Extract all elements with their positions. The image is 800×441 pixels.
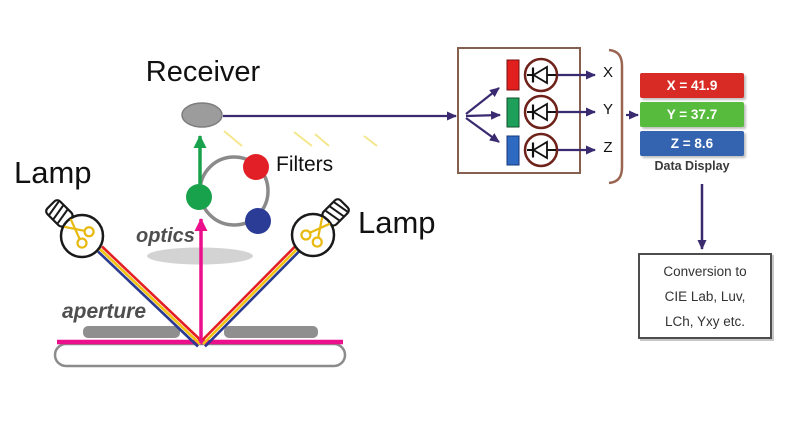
detector-filter-blue bbox=[506, 135, 520, 166]
filters-label: Filters bbox=[276, 153, 334, 176]
beam-left bbox=[97, 245, 203, 348]
display-value-y: Y = 37.7 bbox=[640, 102, 744, 127]
display-value-x: X = 41.9 bbox=[640, 73, 744, 98]
receiver-ellipse-icon bbox=[181, 102, 223, 128]
detector-filter-green bbox=[506, 97, 520, 128]
filter-dot-green bbox=[186, 184, 212, 210]
beam-right bbox=[200, 245, 300, 348]
lamp-left-label: Lamp bbox=[14, 155, 92, 190]
lamp-right-label: Lamp bbox=[358, 205, 436, 240]
aperture-plate-right bbox=[224, 326, 318, 338]
output-y-label: Y bbox=[602, 101, 613, 118]
photodiode-icon-z bbox=[523, 132, 559, 168]
detector-filter-red bbox=[506, 59, 520, 91]
sample-bar bbox=[53, 342, 347, 368]
stray-light-glints bbox=[223, 130, 378, 147]
optics-label: optics bbox=[136, 225, 195, 247]
xyz-bracket bbox=[608, 48, 624, 185]
conversion-line-1: Conversion to bbox=[663, 263, 747, 279]
aperture-plate-left bbox=[83, 326, 180, 338]
receiver-label: Receiver bbox=[145, 56, 261, 88]
lamp-left-icon bbox=[45, 199, 105, 259]
conversion-line-3: LCh, Yxy etc. bbox=[664, 313, 746, 329]
display-value-z: Z = 8.6 bbox=[640, 131, 744, 156]
conversion-line-2: CIE Lab, Luv, bbox=[664, 288, 746, 304]
filter-dot-red bbox=[243, 154, 269, 180]
photodiode-icon-y bbox=[523, 94, 559, 130]
detector-fan-arrows bbox=[465, 87, 501, 143]
filter-wheel-icon bbox=[186, 154, 271, 234]
filter-dot-blue bbox=[245, 208, 271, 234]
data-display-caption: Data Display bbox=[654, 159, 730, 173]
detector-output-arrows bbox=[558, 70, 596, 155]
conversion-box: Conversion to CIE Lab, Luv, LCh, Yxy etc… bbox=[638, 253, 772, 339]
output-z-label: Z bbox=[603, 139, 613, 156]
output-x-label: X bbox=[602, 64, 613, 81]
lamp-right-icon bbox=[290, 198, 350, 258]
photodiode-icon-x bbox=[523, 57, 559, 93]
aperture-label: aperture bbox=[62, 300, 147, 323]
